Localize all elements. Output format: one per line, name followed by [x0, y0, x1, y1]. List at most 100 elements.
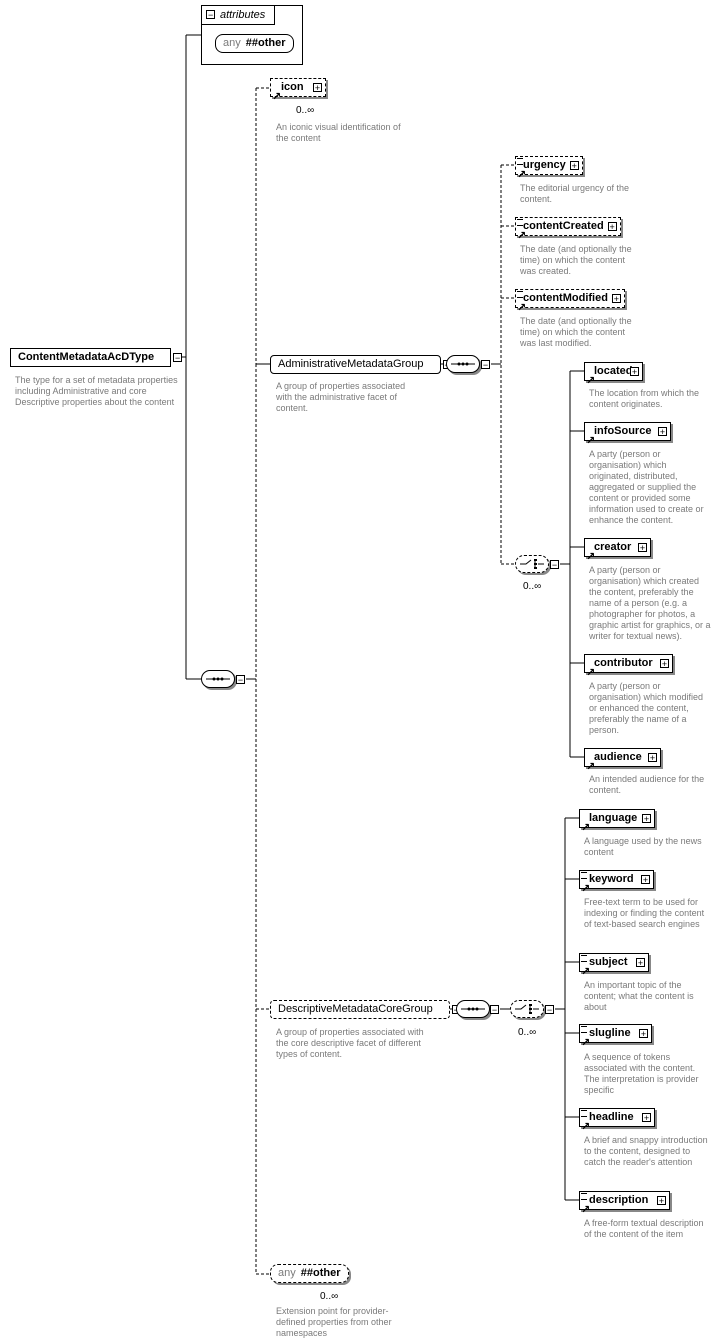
- collapse-toggle-icon[interactable]: −: [490, 1005, 499, 1015]
- administrative-metadata-group[interactable]: AdministrativeMetadataGroup −: [270, 355, 452, 374]
- documentation-icon: [581, 1193, 587, 1200]
- expand-toggle-icon[interactable]: +: [313, 83, 322, 93]
- element-description-name: description: [589, 1194, 649, 1206]
- element-audience[interactable]: ↗ audience +: [584, 748, 661, 773]
- root-type-box[interactable]: ContentMetadataAcDType −: [10, 348, 183, 367]
- documentation-icon: [517, 291, 523, 298]
- sequence-icon: [206, 677, 230, 681]
- element-located[interactable]: ↗ located +: [584, 362, 643, 387]
- choice-icon: [515, 1004, 539, 1014]
- reference-arrow-icon: ↗: [586, 375, 596, 387]
- reference-arrow-icon: ↗: [586, 667, 596, 679]
- expand-toggle-icon[interactable]: +: [636, 958, 645, 968]
- element-slugline[interactable]: ↗ slugline +: [579, 1024, 652, 1049]
- reference-arrow-icon: ↗: [581, 822, 591, 834]
- reference-arrow-icon: ↗: [581, 1204, 591, 1216]
- element-urgency-description: The editorial urgency of the content.: [520, 183, 630, 204]
- element-creator[interactable]: ↗ creator +: [584, 538, 651, 563]
- attributes-tab[interactable]: − attributes: [201, 5, 275, 25]
- element-contentmodified[interactable]: ↗ contentModified +: [515, 289, 625, 314]
- reference-arrow-icon: ↗: [586, 761, 596, 773]
- expand-toggle-icon[interactable]: +: [657, 1196, 666, 1206]
- any-attribute-key: any: [223, 37, 241, 49]
- descriptive-metadata-core-group[interactable]: DescriptiveMetadataCoreGroup −: [270, 1000, 461, 1019]
- element-slugline-name: slugline: [589, 1027, 631, 1039]
- element-icon[interactable]: ↗ icon +: [270, 78, 326, 103]
- any-other-wildcard[interactable]: any##other: [270, 1264, 349, 1283]
- element-audience-name: audience: [594, 751, 642, 763]
- expand-toggle-icon[interactable]: +: [630, 367, 639, 377]
- element-description-description: A free-form textual description of the c…: [584, 1218, 704, 1239]
- collapse-toggle-icon[interactable]: −: [206, 10, 215, 20]
- descriptive-sequence-compositor[interactable]: [456, 1000, 490, 1018]
- element-contentcreated[interactable]: ↗ contentCreated +: [515, 217, 621, 242]
- element-description[interactable]: ↗ description +: [579, 1191, 670, 1216]
- element-infosource[interactable]: ↗ infoSource +: [584, 422, 671, 447]
- element-located-description: The location from which the content orig…: [589, 388, 700, 409]
- element-located-name: located: [594, 365, 633, 377]
- documentation-icon: [581, 872, 587, 879]
- reference-arrow-icon: ↗: [586, 435, 596, 447]
- any-attribute-value: ##other: [245, 37, 286, 49]
- element-contributor-name: contributor: [594, 657, 653, 669]
- reference-arrow-icon: ↗: [581, 966, 591, 978]
- collapse-toggle-icon[interactable]: −: [481, 360, 490, 370]
- element-contributor[interactable]: ↗ contributor +: [584, 654, 673, 679]
- descriptive-group-description: A group of properties associated with th…: [276, 1027, 424, 1059]
- root-type-description: The type for a set of metadata propertie…: [15, 375, 178, 407]
- reference-arrow-icon: ↗: [586, 551, 596, 563]
- root-type-name: ContentMetadataAcDType: [18, 351, 155, 363]
- expand-toggle-icon[interactable]: +: [642, 1113, 651, 1123]
- element-language-name: language: [589, 812, 638, 824]
- reference-arrow-icon: ↗: [517, 169, 527, 181]
- descriptive-choice-compositor[interactable]: [510, 1000, 544, 1018]
- element-contributor-description: A party (person or organisation) which m…: [589, 681, 704, 735]
- reference-arrow-icon: ↗: [581, 1121, 591, 1133]
- sequence-icon: [461, 1007, 485, 1011]
- collapse-toggle-icon[interactable]: −: [545, 1005, 554, 1015]
- element-contentmodified-name: contentModified: [523, 292, 608, 304]
- administrative-group-description: A group of properties associated with th…: [276, 381, 406, 413]
- expand-toggle-icon[interactable]: +: [658, 427, 667, 437]
- expand-toggle-icon[interactable]: +: [641, 875, 650, 885]
- collapse-toggle-icon[interactable]: −: [236, 675, 245, 685]
- expand-toggle-icon[interactable]: +: [638, 543, 647, 553]
- attributes-panel: − attributes any ##other: [201, 5, 303, 65]
- reference-arrow-icon: ↗: [272, 91, 282, 103]
- expand-toggle-icon[interactable]: +: [642, 814, 651, 824]
- any-attribute-box[interactable]: any ##other: [215, 34, 294, 53]
- element-subject[interactable]: ↗ subject +: [579, 953, 649, 978]
- expand-toggle-icon[interactable]: +: [611, 294, 621, 304]
- element-subject-name: subject: [589, 956, 628, 968]
- expand-toggle-icon[interactable]: +: [660, 659, 669, 669]
- any-other-occurrence: 0..∞: [320, 1291, 339, 1302]
- element-keyword[interactable]: ↗ keyword +: [579, 870, 654, 895]
- admin-sequence-compositor[interactable]: [446, 355, 480, 373]
- reference-arrow-icon: ↗: [581, 883, 591, 895]
- documentation-icon: [517, 158, 523, 165]
- element-urgency[interactable]: ↗ urgency +: [515, 156, 583, 181]
- expand-toggle-icon[interactable]: +: [607, 222, 617, 232]
- element-icon-description: An iconic visual identification of the c…: [276, 122, 401, 143]
- element-headline-name: headline: [589, 1111, 634, 1123]
- documentation-icon: [581, 1026, 587, 1033]
- element-headline[interactable]: ↗ headline +: [579, 1108, 655, 1133]
- expand-toggle-icon[interactable]: +: [648, 753, 657, 763]
- any-other-description: Extension point for provider-defined pro…: [276, 1306, 392, 1338]
- element-headline-description: A brief and snappy introduction to the c…: [584, 1135, 708, 1167]
- choice-icon: [520, 559, 544, 569]
- element-keyword-name: keyword: [589, 873, 634, 885]
- reference-arrow-icon: ↗: [581, 1037, 591, 1049]
- sequence-compositor[interactable]: [201, 670, 235, 688]
- element-urgency-name: urgency: [523, 159, 566, 171]
- expand-toggle-icon[interactable]: +: [569, 161, 579, 171]
- element-language-description: A language used by the news content: [584, 836, 702, 857]
- element-creator-description: A party (person or organisation) which c…: [589, 565, 711, 641]
- element-language[interactable]: ↗ language +: [579, 809, 655, 834]
- descriptive-choice-occurrence: 0..∞: [518, 1027, 537, 1038]
- admin-choice-compositor[interactable]: [515, 555, 549, 573]
- sequence-icon: [451, 362, 475, 366]
- collapse-toggle-icon[interactable]: −: [550, 560, 559, 570]
- expand-toggle-icon[interactable]: +: [639, 1029, 648, 1039]
- collapse-toggle-icon[interactable]: −: [173, 353, 183, 363]
